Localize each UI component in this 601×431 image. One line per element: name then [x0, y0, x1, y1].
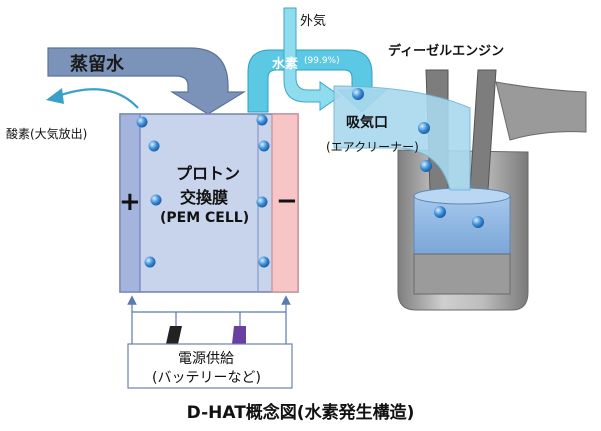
bubble	[136, 116, 148, 128]
bubble	[256, 114, 268, 126]
hydrogen-label: 水素	[272, 57, 299, 72]
power-supply-line1: 電源供給	[178, 351, 234, 367]
cell-title-line2: 交換膜	[180, 188, 229, 207]
cell-title-line1: プロトン	[176, 164, 241, 183]
plus-sign: +	[119, 187, 141, 217]
intake-pipe	[333, 85, 471, 191]
outside-air-label: 外気	[300, 14, 327, 29]
hydrogen-purity-label: (99.9%)	[304, 56, 340, 66]
bubble	[352, 88, 364, 100]
bubble	[144, 256, 156, 268]
diesel-engine	[397, 69, 587, 311]
bubble	[472, 216, 484, 228]
oxygen-vent-label: 酸素(大気放出)	[6, 127, 88, 141]
exhaust-manifold	[495, 81, 587, 141]
positive-terminal	[232, 326, 246, 344]
intake-port-label: 吸気口	[346, 115, 388, 131]
diesel-engine-label: ディーゼルエンジン	[388, 44, 505, 59]
anode-plate	[119, 113, 141, 293]
bubble	[258, 256, 270, 268]
piston	[413, 195, 511, 255]
bubble	[258, 140, 270, 152]
minus-sign: −	[276, 186, 298, 216]
bubble	[418, 122, 430, 134]
distilled-water-label: 蒸留水	[70, 54, 124, 75]
oxygen-vent-arrow	[57, 88, 139, 109]
diagram-caption: D-HAT概念図(水素発生構造)	[186, 403, 415, 423]
hydrogen-bubbles	[136, 88, 484, 268]
bubble	[150, 194, 162, 206]
bubble	[420, 160, 432, 172]
oxygen-vent-arrowhead	[46, 88, 64, 104]
power-connection-lines	[127, 295, 291, 344]
bubble	[148, 140, 160, 152]
power-supply-box	[127, 343, 293, 389]
power-supply-line2: (バッテリーなど)	[152, 370, 261, 386]
negative-terminal	[166, 326, 182, 344]
cell-title-line3: (PEM CELL)	[160, 210, 250, 226]
bubble	[434, 206, 446, 218]
air-cleaner-label: (エアクリーナー)	[326, 140, 419, 154]
cathode-plate	[271, 113, 299, 293]
bubble	[256, 196, 268, 208]
